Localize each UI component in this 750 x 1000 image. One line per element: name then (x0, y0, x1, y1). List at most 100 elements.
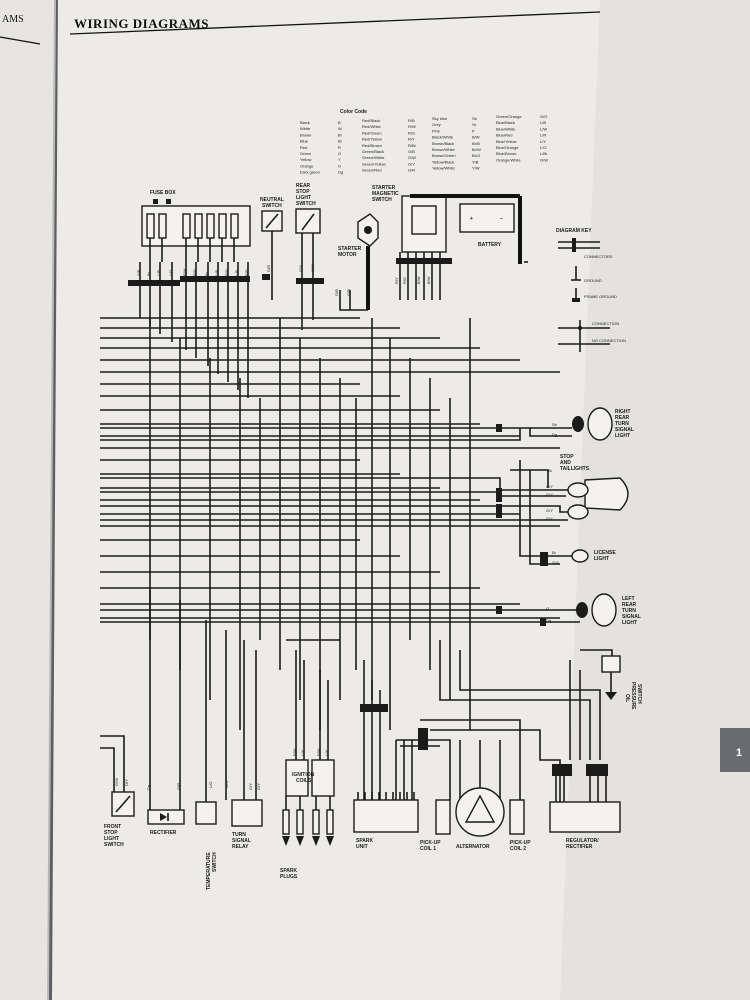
color-abbrev: G/O (540, 114, 547, 119)
wire-label: L/B (156, 270, 161, 276)
connector (496, 606, 502, 614)
temperature-switch: TEMPERATURE SWITCH L/G G/S (195, 781, 229, 890)
svg-text:Br: Br (548, 468, 553, 473)
svg-text:O/Y: O/Y (124, 779, 129, 786)
color-name: Blue/White (496, 126, 516, 131)
svg-text:UNIT: UNIT (356, 844, 368, 850)
spark-plug-tip (326, 836, 334, 846)
svg-text:REAR: REAR (615, 415, 630, 421)
color-abbrev: Y/B (472, 159, 479, 164)
color-name: Grey (432, 122, 441, 127)
color-abbrev: R/Y (408, 137, 415, 142)
color-name: Black/White (432, 135, 454, 140)
turn-signal-relay: TURN SIGNAL RELAY G/Y G/Y (231, 783, 263, 850)
starter-motor: STARTER MOTOR (338, 213, 379, 258)
color-abbrev: Y/W (472, 166, 480, 171)
color-name: Green/Black (362, 149, 384, 154)
side-tab[interactable] (720, 728, 750, 772)
svg-text:STOP: STOP (296, 189, 310, 195)
svg-text:SWITCH: SWITCH (372, 197, 392, 203)
svg-text:SWITCH: SWITCH (262, 203, 282, 209)
regulator-rectifier: REGULATOR/ RECTIFIER (549, 801, 621, 850)
wire-label: R/Y (394, 277, 399, 284)
svg-text:Br: Br (552, 550, 557, 555)
svg-text:−: − (500, 216, 503, 222)
svg-text:+: + (470, 216, 473, 222)
fuse (146, 213, 155, 239)
wire (100, 747, 115, 792)
svg-text:CONNECTION: CONNECTION (592, 321, 619, 326)
color-abbrev: G/B (408, 149, 415, 154)
connector (540, 552, 548, 566)
svg-text:PRESSURE: PRESSURE (630, 682, 636, 710)
wire-label: B/W (416, 276, 421, 284)
color-name: Red/Black (362, 118, 380, 123)
svg-text:LEFT: LEFT (622, 596, 635, 602)
side-tab-text: 1 (736, 747, 742, 759)
color-abbrev: Br/B (472, 141, 480, 146)
color-name: Red/White (362, 124, 381, 129)
svg-text:STOP: STOP (560, 454, 574, 460)
fuse (182, 213, 191, 239)
header-rule (69, 11, 601, 35)
neutral-switch: NEUTRAL SWITCH (260, 197, 284, 252)
color-abbrev: L/Br (540, 151, 548, 156)
color-abbrev: R/W (408, 124, 416, 129)
starter-magnetic-switch: STARTER MAGNETIC SWITCH (372, 185, 448, 253)
connector (496, 488, 502, 502)
svg-text:B/W: B/W (316, 748, 321, 756)
svg-text:OIL: OIL (624, 694, 630, 702)
color-abbrev: O/W (540, 157, 548, 162)
connector (128, 280, 180, 286)
svg-text:G/Y: G/Y (546, 492, 553, 497)
fuse-box: FUSE BOX (141, 190, 251, 262)
svg-text:O: O (546, 606, 549, 611)
color-abbrev: O (338, 163, 341, 168)
fuse-box-label: FUSE BOX (150, 190, 176, 196)
spark-plugs: SPARK PLUGS (280, 796, 334, 880)
svg-text:IGNITION: IGNITION (292, 772, 315, 778)
fuse (194, 213, 203, 239)
pickup-coil-2: PICK-UP COIL 2 (509, 799, 531, 852)
svg-text:LIGHT: LIGHT (622, 620, 637, 626)
svg-text:B/W: B/W (292, 748, 297, 756)
color-name: Blue/Yellow (496, 139, 517, 144)
spark-plug (312, 809, 320, 835)
svg-text:G/Y: G/Y (256, 783, 261, 790)
connector (360, 704, 388, 712)
color-abbrev: Y (338, 157, 341, 162)
color-abbrev: R (338, 145, 341, 150)
svg-text:SPARK: SPARK (356, 838, 374, 844)
connector (418, 728, 428, 750)
svg-text:TURN: TURN (622, 608, 636, 614)
color-name: Black (300, 120, 310, 125)
wire (519, 460, 572, 557)
battery: + − BATTERY (448, 194, 528, 264)
svg-text:REAR: REAR (622, 602, 637, 608)
color-name: Brown/White (432, 147, 455, 152)
color-name: Pink (432, 128, 440, 133)
wire (459, 650, 601, 760)
color-name: Blue/Black (496, 120, 515, 125)
spark-plug-tip (312, 836, 320, 846)
svg-text:GROUND: GROUND (584, 278, 602, 283)
page-shadow (560, 0, 750, 1000)
svg-text:SIGNAL: SIGNAL (615, 427, 634, 433)
svg-text:REGULATOR/: REGULATOR/ (566, 838, 599, 844)
color-name: Orange (300, 163, 314, 168)
color-name: White (300, 126, 311, 131)
connector (180, 276, 250, 282)
svg-text:Dg: Dg (546, 618, 551, 623)
color-abbrev: R/G (408, 130, 415, 135)
svg-text:G/Y: G/Y (248, 783, 253, 790)
wire-label: B/G (244, 269, 249, 276)
connector (496, 504, 502, 518)
color-abbrev: W (338, 126, 342, 131)
rear-stop-light-switch: REAR STOP LIGHT SWITCH (295, 183, 321, 252)
svg-text:STARTER: STARTER (338, 246, 362, 252)
diagram-key-title: DIAGRAM KEY (556, 228, 592, 234)
wire-label: Y/B (136, 269, 141, 276)
color-code-title: Color Code (340, 109, 367, 115)
wire-label: R/G (192, 269, 197, 276)
